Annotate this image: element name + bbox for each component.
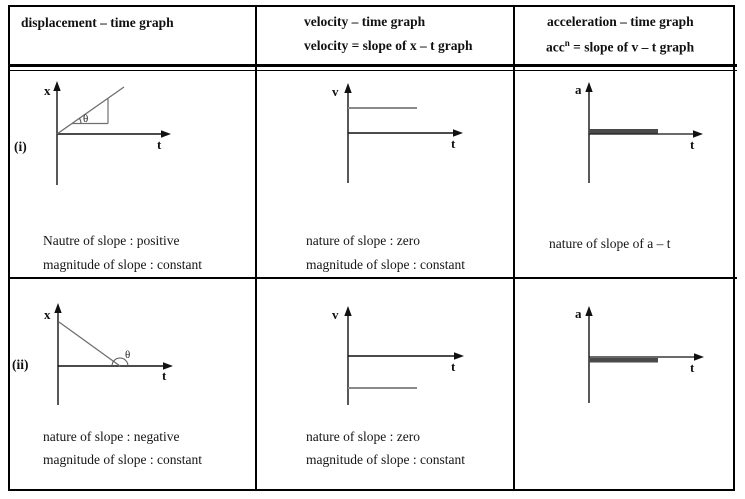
- t-axis-label: t: [451, 359, 456, 374]
- t-axis-label: t: [162, 368, 167, 383]
- y-axis-label: a: [575, 82, 582, 97]
- y-axis-label: a: [575, 306, 582, 321]
- vt-graph-row-ii: v t: [332, 306, 464, 405]
- note-xt-ii-magnitude: magnitude of slope : constant: [43, 452, 202, 467]
- falling-line: [58, 321, 121, 367]
- angle-arc: [78, 118, 82, 124]
- acc-formula-rest: = slope of v – t graph: [569, 39, 695, 55]
- y-axis-arrow-icon: [585, 306, 593, 316]
- note-vt-i-nature: nature of slope : zero: [306, 233, 420, 248]
- y-axis-arrow-icon: [344, 306, 352, 316]
- note-xt-i-magnitude: magnitude of slope : constant: [43, 257, 202, 272]
- header-cell-displacement: displacement – time graph: [21, 15, 174, 30]
- note-vt-ii-nature: nature of slope : zero: [306, 429, 420, 444]
- at-graph-row-i: a t: [575, 82, 703, 183]
- header-cell-velocity-formula: velocity = slope of x – t graph: [304, 38, 473, 53]
- y-axis-arrow-icon: [54, 303, 62, 313]
- xt-graph-row-i: x t θ: [44, 81, 171, 185]
- rising-line: [56, 86, 125, 135]
- header-cell-acceleration-formula: accn = slope of v – t graph: [546, 38, 694, 56]
- header-separator-thin: [8, 70, 737, 71]
- t-axis-arrow-icon: [161, 130, 171, 138]
- t-axis-label: t: [690, 360, 695, 375]
- t-axis-arrow-icon: [453, 129, 463, 137]
- y-axis-label: v: [332, 307, 339, 322]
- y-axis-label: v: [332, 84, 339, 99]
- zero-acceleration-bar: [589, 358, 658, 363]
- angle-theta-label: θ: [83, 113, 88, 125]
- y-axis-label: x: [44, 307, 51, 322]
- column-divider-2: [513, 5, 515, 491]
- row-label-ii: (ii): [12, 357, 29, 372]
- note-xt-i-nature: Nautre of slope : positive: [43, 233, 180, 248]
- t-axis-label: t: [157, 137, 162, 152]
- y-axis-label: x: [44, 83, 51, 98]
- t-axis-label: t: [451, 136, 456, 151]
- t-axis-arrow-icon: [694, 353, 704, 361]
- note-vt-ii-magnitude: magnitude of slope : constant: [306, 452, 465, 467]
- table-outer-border: [8, 5, 735, 491]
- y-axis-arrow-icon: [344, 83, 352, 93]
- note-xt-ii-nature: nature of slope : negative: [43, 429, 180, 444]
- vt-graph-row-i: v t: [332, 83, 463, 183]
- zero-acceleration-bar: [589, 129, 658, 134]
- angle-arc: [111, 357, 129, 367]
- row-divider: [8, 277, 737, 279]
- column-divider-1: [255, 5, 257, 491]
- at-graph-row-ii: a t: [575, 306, 704, 403]
- y-axis-arrow-icon: [53, 81, 61, 91]
- row-label-i: (i): [14, 139, 27, 154]
- t-axis-label: t: [690, 137, 695, 152]
- acc-abbrev: acc: [546, 39, 565, 55]
- note-at-i-nature: nature of slope of a – t: [549, 236, 671, 251]
- header-cell-velocity-title: velocity – time graph: [304, 14, 426, 29]
- xt-graph-row-ii: x t θ: [44, 303, 173, 405]
- angle-theta-label: θ: [125, 349, 130, 361]
- t-axis-arrow-icon: [454, 352, 464, 360]
- t-axis-arrow-icon: [163, 362, 173, 370]
- header-cell-acceleration-title: acceleration – time graph: [547, 14, 694, 29]
- t-axis-arrow-icon: [693, 130, 703, 138]
- note-vt-i-magnitude: magnitude of slope : constant: [306, 257, 465, 272]
- acc-superscript-n: n: [564, 38, 570, 48]
- header-separator-thick: [8, 64, 737, 67]
- y-axis-arrow-icon: [585, 82, 593, 92]
